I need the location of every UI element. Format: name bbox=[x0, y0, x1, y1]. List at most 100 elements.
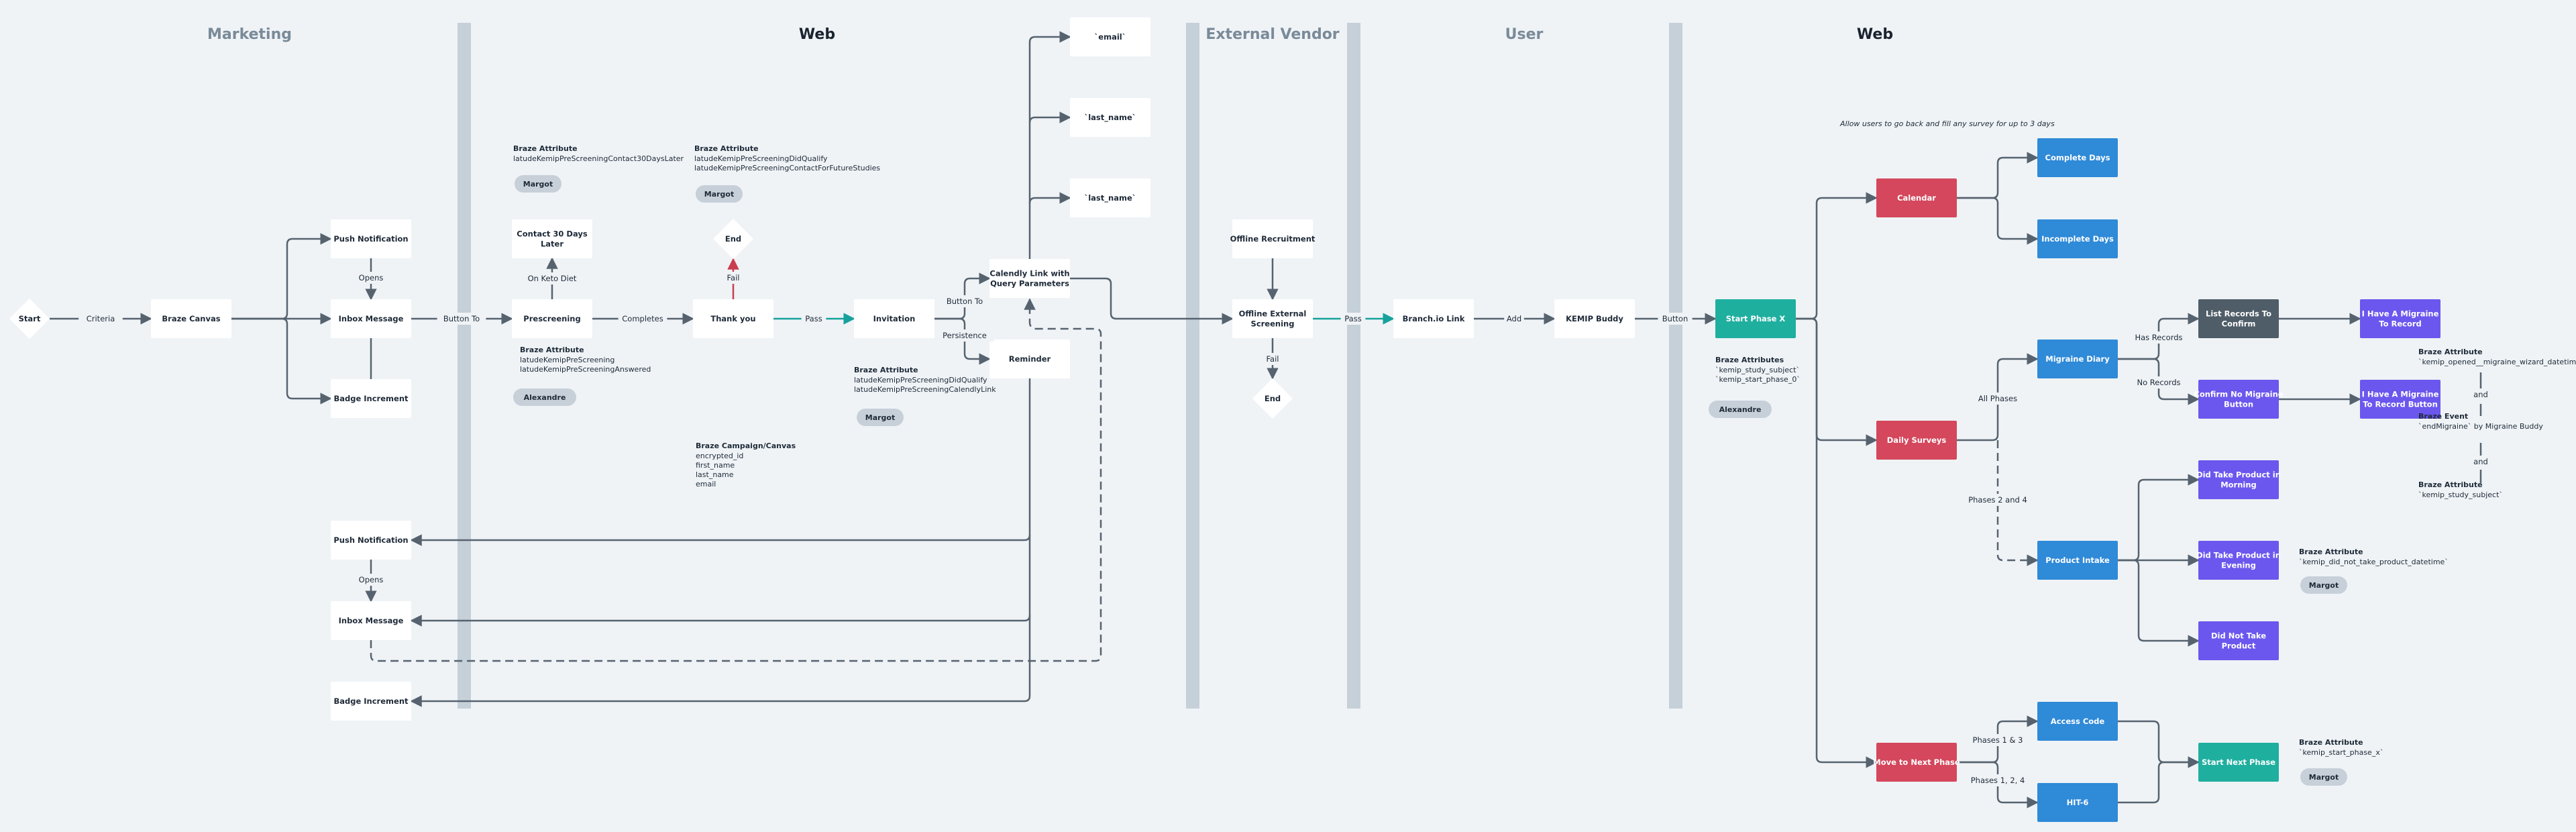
node-badge-1: Badge Increment bbox=[331, 379, 411, 418]
node-label: Thank you bbox=[710, 314, 755, 323]
connector bbox=[370, 298, 1102, 662]
annotation-line: `kemip_did_not_take_product_datetime` bbox=[2299, 558, 2449, 566]
node-shape bbox=[1393, 299, 1474, 338]
node-label: Product Intake bbox=[2045, 556, 2110, 565]
node-shape bbox=[1232, 219, 1313, 258]
connector bbox=[1796, 317, 1878, 446]
connector bbox=[2118, 720, 2200, 768]
edge-label-text: Button bbox=[1662, 314, 1688, 323]
node-label: Push Notification bbox=[333, 535, 408, 545]
connector bbox=[1796, 317, 1878, 768]
node-shape bbox=[2198, 299, 2279, 338]
node-end-1: End bbox=[713, 219, 753, 259]
pill-label: Margot bbox=[2309, 581, 2339, 590]
edge-label-text: Persistence bbox=[943, 331, 987, 340]
edge-label-text: and bbox=[2473, 457, 2488, 466]
annotation-note-qualify: Braze AttributelatudeKemipPreScreeningDi… bbox=[694, 144, 880, 172]
pill-shape bbox=[2300, 768, 2347, 786]
lane-user-title: User bbox=[1505, 26, 1544, 43]
edge-label-fail-2: Fail bbox=[1260, 353, 1285, 365]
node-shape bbox=[2198, 743, 2279, 782]
node-label: Badge Increment bbox=[333, 394, 409, 403]
edge-label-bg bbox=[1658, 313, 1693, 325]
annotation-line: latudeKemipPreScreening bbox=[520, 356, 614, 364]
lane-marketing-title: Marketing bbox=[207, 26, 292, 43]
edge-label-bg bbox=[356, 272, 386, 284]
connector bbox=[410, 535, 1031, 627]
node-shape bbox=[9, 299, 50, 339]
node-shape bbox=[512, 219, 592, 258]
pill-label: Margot bbox=[704, 190, 734, 199]
node-thank-you: Thank you bbox=[693, 299, 773, 338]
node-shape bbox=[2198, 621, 2279, 660]
node-start-phase-x: Start Phase X bbox=[1715, 299, 1796, 338]
connector bbox=[1957, 197, 2039, 245]
edge-label-text: Add bbox=[1507, 314, 1521, 323]
node-shape bbox=[331, 379, 411, 418]
lane-divider bbox=[1186, 23, 1199, 709]
annotation-line: email bbox=[696, 480, 716, 488]
lane-web-1-title: Web bbox=[799, 26, 835, 43]
edge-label-bg bbox=[2132, 376, 2186, 388]
pill-label: Alexandre bbox=[1719, 405, 1762, 414]
annotation-title: Braze Campaign/Canvas bbox=[696, 441, 796, 450]
edge-label-text: Button To bbox=[947, 297, 983, 306]
annotation-note-contact: Braze AttributelatudeKemipPreScreeningCo… bbox=[513, 144, 684, 163]
connector bbox=[231, 317, 332, 405]
edge-label-text: Completes bbox=[622, 314, 663, 323]
edge-label-fail-1: Fail bbox=[720, 272, 746, 284]
connector bbox=[2118, 559, 2200, 647]
node-label: Prescreening bbox=[523, 314, 580, 323]
node-access-code: Access Code bbox=[2037, 702, 2118, 741]
node-param-last-name-1: `last_name` bbox=[1070, 98, 1150, 137]
person-pill-margot-5: Margot bbox=[2300, 768, 2347, 786]
edge-label-text: All Phases bbox=[1978, 394, 2017, 403]
node-label: Reminder bbox=[1009, 354, 1051, 364]
annotation-title: Braze Attribute bbox=[513, 144, 578, 153]
node-shape bbox=[2037, 138, 2118, 177]
edge-label-bg bbox=[940, 295, 989, 307]
node-migraine-diary: Migraine Diary bbox=[2037, 340, 2118, 378]
annotation-line: `kemip_opened__migraine_wizard_datetime` bbox=[2418, 358, 2576, 366]
node-shape bbox=[1715, 299, 1796, 338]
annotation-line: `kemip_start_phase_x` bbox=[2299, 748, 2383, 757]
node-label: Access Code bbox=[2051, 717, 2105, 726]
edge-label-button-to-1: Button To bbox=[437, 313, 486, 325]
node-branch-link: Branch.io Link bbox=[1393, 299, 1474, 338]
node-inbox-1: Inbox Message bbox=[331, 299, 411, 338]
node-daily-surveys: Daily Surveys bbox=[1876, 421, 1957, 460]
edge-label-completes: Completes bbox=[618, 313, 667, 325]
node-label: Braze Canvas bbox=[162, 314, 220, 323]
annotation-line: Allow users to go back and fill any surv… bbox=[1839, 119, 2055, 128]
annotation-line: `kemip_study_subject` bbox=[1715, 366, 1800, 374]
annotation-note-invitation: Braze AttributelatudeKemipPreScreeningDi… bbox=[854, 366, 996, 394]
node-start: Start bbox=[9, 299, 50, 339]
edge-label-pass-1: Pass bbox=[801, 313, 826, 325]
edge-label-text: Phases 2 and 4 bbox=[1968, 495, 2027, 505]
node-shape bbox=[693, 299, 773, 338]
node-label: Incomplete Days bbox=[2041, 234, 2114, 244]
lane-divider bbox=[458, 23, 471, 709]
connector bbox=[2118, 474, 2200, 562]
node-hit6: HIT-6 bbox=[2037, 783, 2118, 822]
edge-label-bg bbox=[720, 272, 746, 284]
node-shape bbox=[989, 259, 1070, 298]
node-move-next-phase: Move to Next Phase bbox=[1873, 743, 1960, 782]
node-label: Invitation bbox=[873, 314, 916, 323]
node-label: Calendar bbox=[1897, 193, 1936, 203]
person-pill-margot-4: Margot bbox=[2300, 576, 2347, 594]
pill-label: Margot bbox=[523, 180, 553, 189]
connector bbox=[410, 615, 1031, 707]
node-shape bbox=[2037, 783, 2118, 822]
node-prescreening: Prescreening bbox=[512, 299, 592, 338]
node-shape bbox=[2360, 380, 2440, 419]
